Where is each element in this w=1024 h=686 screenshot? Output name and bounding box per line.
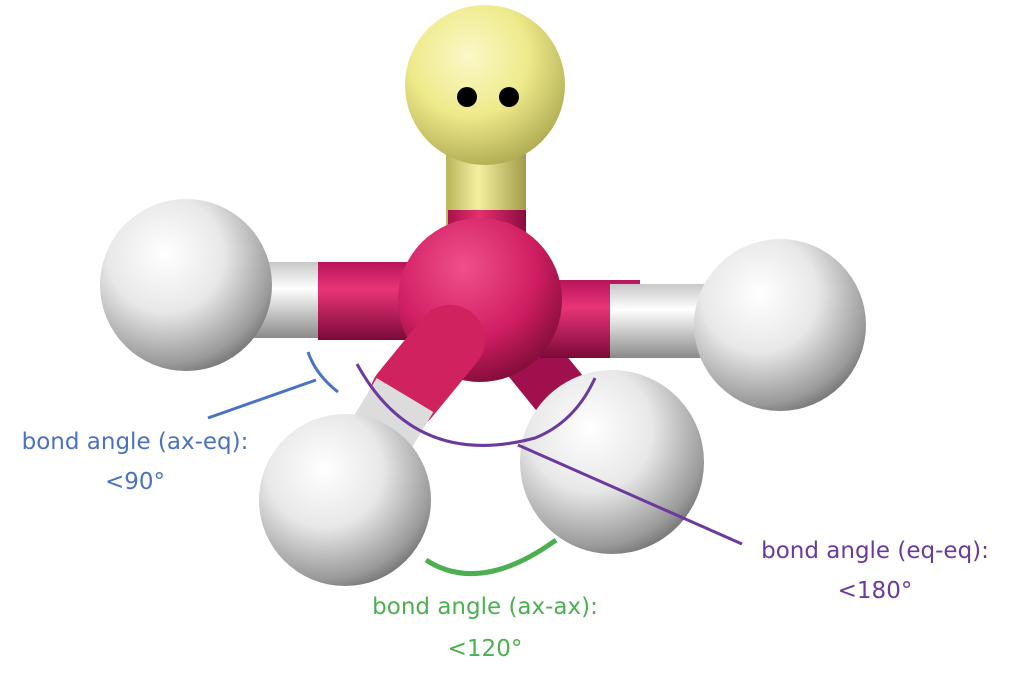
ax-eq-angle-title: bond angle (ax-eq): bbox=[21, 429, 249, 455]
ax-ax-angle-value: <120° bbox=[447, 636, 523, 662]
eq-eq-angle-marker bbox=[355, 363, 743, 546]
ax-eq-angle-marker bbox=[207, 351, 339, 420]
axial-hydrogen-back bbox=[520, 370, 704, 554]
ax-eq-angle-value: <90° bbox=[104, 469, 166, 495]
axial-hydrogen-front bbox=[259, 414, 431, 586]
ax-ax-angle-title: bond angle (ax-ax): bbox=[372, 594, 598, 620]
equatorial-hydrogen-left bbox=[100, 199, 272, 371]
eq-eq-angle-label: bond angle (eq-eq): <180° bbox=[735, 537, 1015, 605]
ax-ax-angle-marker bbox=[424, 537, 558, 577]
ax-ax-angle-label: bond angle (ax-ax): <120° bbox=[350, 593, 620, 663]
lone-pair-electron-2 bbox=[499, 87, 519, 107]
equatorial-hydrogen-right bbox=[694, 239, 866, 411]
axial-bond-front bbox=[349, 305, 485, 457]
eq-eq-angle-title: bond angle (eq-eq): bbox=[761, 538, 989, 564]
eq-eq-angle-value: <180° bbox=[837, 578, 913, 604]
ax-eq-angle-label: bond angle (ax-eq): <90° bbox=[10, 428, 260, 496]
lone-pair-sphere bbox=[405, 5, 565, 165]
lone-pair-electron-1 bbox=[457, 87, 477, 107]
